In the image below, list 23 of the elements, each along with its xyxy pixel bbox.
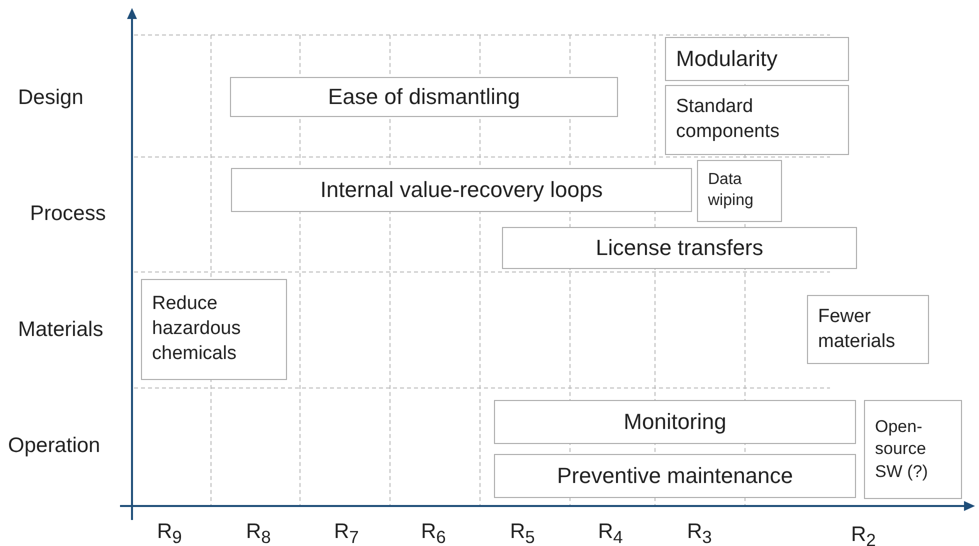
measure-box: Open-source SW (?) (864, 400, 962, 499)
measure-box: Ease of dismantling (230, 77, 618, 117)
column-label: R$_{4}$ (598, 520, 623, 546)
column-label: R$_{6}$ (421, 520, 446, 546)
measure-box: Reduce hazardous chemicals (141, 279, 287, 380)
column-label: R$_{7}$ (334, 520, 359, 546)
column-label: R$_{3}$ (687, 520, 712, 546)
measure-box: Internal value-recovery loops (231, 168, 692, 212)
row-label: Materials (18, 318, 104, 342)
measure-box: Monitoring (494, 400, 856, 444)
measure-box: Preventive maintenance (494, 454, 856, 498)
measure-box: Standard components (665, 85, 849, 155)
measure-box: Modularity (665, 37, 849, 81)
column-label: R$_{5}$ (510, 520, 535, 546)
row-label: Process (30, 202, 106, 226)
column-label: R$_{9}$ (157, 520, 182, 546)
column-label: R$_{8}$ (246, 520, 271, 546)
row-label: Design (18, 86, 84, 110)
measure-box: License transfers (502, 227, 857, 269)
row-label: Operation (8, 434, 100, 458)
measure-box: Data wiping (697, 160, 782, 222)
measure-box: Fewer materials (807, 295, 929, 364)
column-label: R$_{2}$ (851, 523, 876, 546)
